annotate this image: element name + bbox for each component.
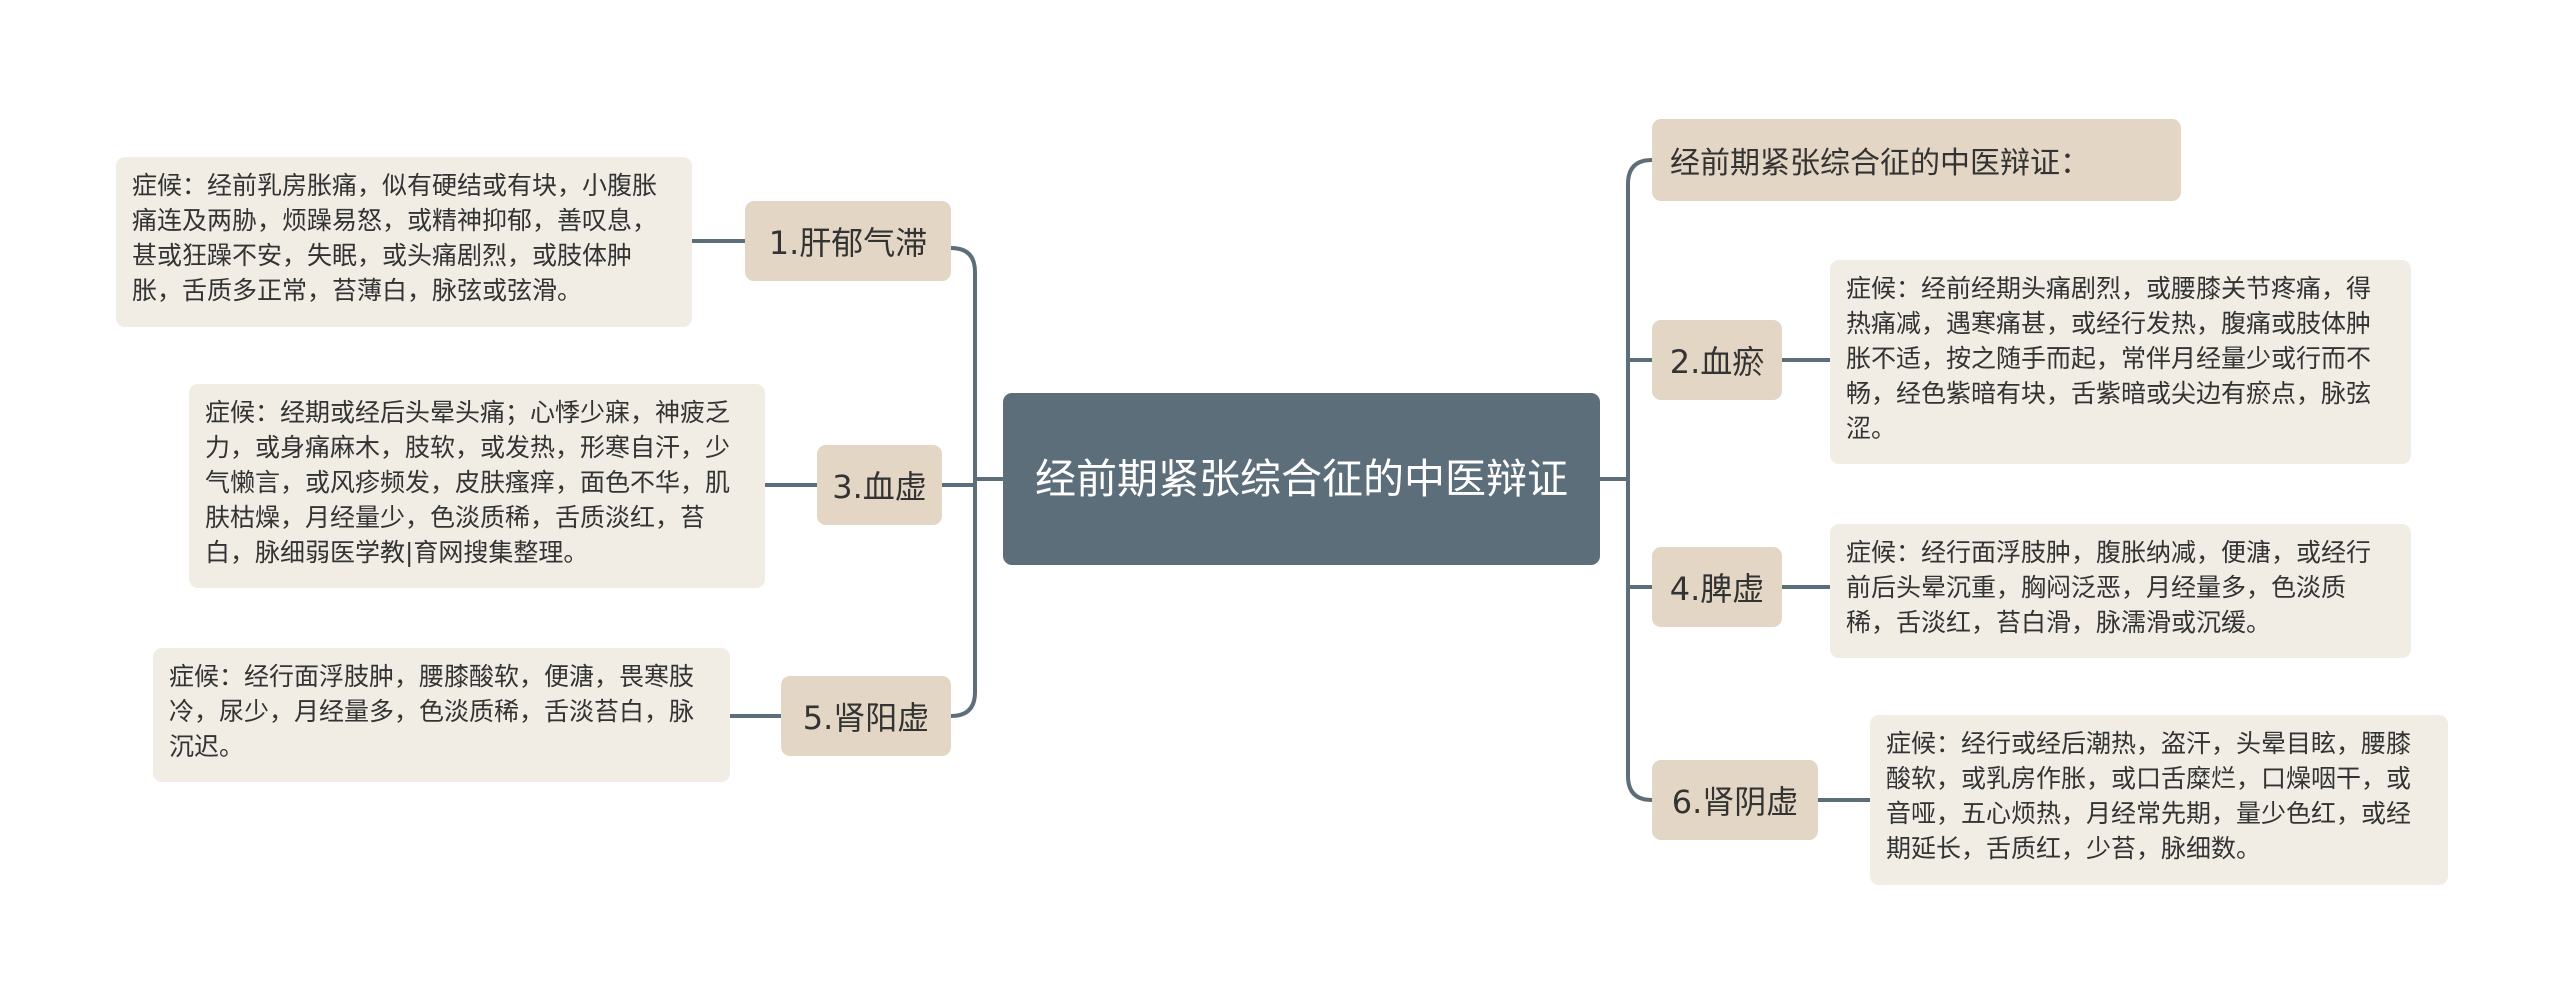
leaf-xuexu[interactable]: 症候：经期或经后头晕头痛；心悸少寐，神疲乏力，或身痛麻木，肢软，或发热，形寒自汗…	[189, 384, 765, 588]
branch-shenyin[interactable]: 6.肾阴虚	[1652, 760, 1818, 840]
branch-pixu[interactable]: 4.脾虚	[1652, 547, 1782, 627]
leaf-pixu[interactable]: 症候：经行面浮肢肿，腹胀纳减，便溏，或经行前后头晕沉重，胸闷泛恶，月经量多，色淡…	[1830, 524, 2411, 658]
connector-left-trunk	[949, 246, 977, 718]
branch-ganyu[interactable]: 1.肝郁气滞	[745, 201, 951, 281]
leaf-text: 症候：经前经期头痛剧烈，或腰膝关节疼痛，得热痛减，遇寒痛甚，或经行发热，腹痛或肢…	[1846, 274, 2372, 443]
connector-right-trunk	[1626, 158, 1654, 802]
root-title: 经前期紧张综合征的中医辩证	[1035, 455, 1568, 503]
branch-xuexu[interactable]: 3.血虚	[817, 445, 942, 525]
branch-label: 5.肾阳虚	[802, 699, 930, 737]
heading-node[interactable]: 经前期紧张综合征的中医辩证：	[1652, 119, 2181, 201]
leaf-text: 症候：经期或经后头晕头痛；心悸少寐，神疲乏力，或身痛麻木，肢软，或发热，形寒自汗…	[205, 398, 731, 567]
branch-label: 4.脾虚	[1669, 570, 1765, 608]
branch-label: 3.血虚	[832, 468, 927, 506]
branch-shenyang[interactable]: 5.肾阳虚	[781, 676, 951, 756]
leaf-text: 症候：经行面浮肢肿，腰膝酸软，便溏，畏寒肢冷，尿少，月经量多，色淡质稀，舌淡苔白…	[169, 662, 695, 761]
leaf-text: 症候：经前乳房胀痛，似有硬结或有块，小腹胀痛连及两胁，烦躁易怒，或精神抑郁，善叹…	[132, 171, 658, 305]
heading-label: 经前期紧张综合征的中医辩证：	[1670, 146, 2090, 181]
leaf-shenyang[interactable]: 症候：经行面浮肢肿，腰膝酸软，便溏，畏寒肢冷，尿少，月经量多，色淡质稀，舌淡苔白…	[153, 648, 730, 782]
leaf-ganyu[interactable]: 症候：经前乳房胀痛，似有硬结或有块，小腹胀痛连及两胁，烦躁易怒，或精神抑郁，善叹…	[116, 157, 692, 327]
branch-label: 2.血瘀	[1669, 343, 1765, 381]
leaf-shenyin[interactable]: 症候：经行或经后潮热，盗汗，头晕目眩，腰膝酸软，或乳房作胀，或口舌糜烂，口燥咽干…	[1870, 715, 2448, 885]
leaf-xueyu[interactable]: 症候：经前经期头痛剧烈，或腰膝关节疼痛，得热痛减，遇寒痛甚，或经行发热，腹痛或肢…	[1830, 260, 2411, 464]
root-topic[interactable]: 经前期紧张综合征的中医辩证	[1003, 393, 1600, 565]
leaf-text: 症候：经行或经后潮热，盗汗，头晕目眩，腰膝酸软，或乳房作胀，或口舌糜烂，口燥咽干…	[1886, 729, 2412, 863]
branch-label: 6.肾阴虚	[1671, 783, 1799, 821]
branch-label: 1.肝郁气滞	[768, 224, 928, 262]
leaf-text: 症候：经行面浮肢肿，腹胀纳减，便溏，或经行前后头晕沉重，胸闷泛恶，月经量多，色淡…	[1846, 538, 2372, 637]
branch-xueyu[interactable]: 2.血瘀	[1652, 320, 1782, 400]
